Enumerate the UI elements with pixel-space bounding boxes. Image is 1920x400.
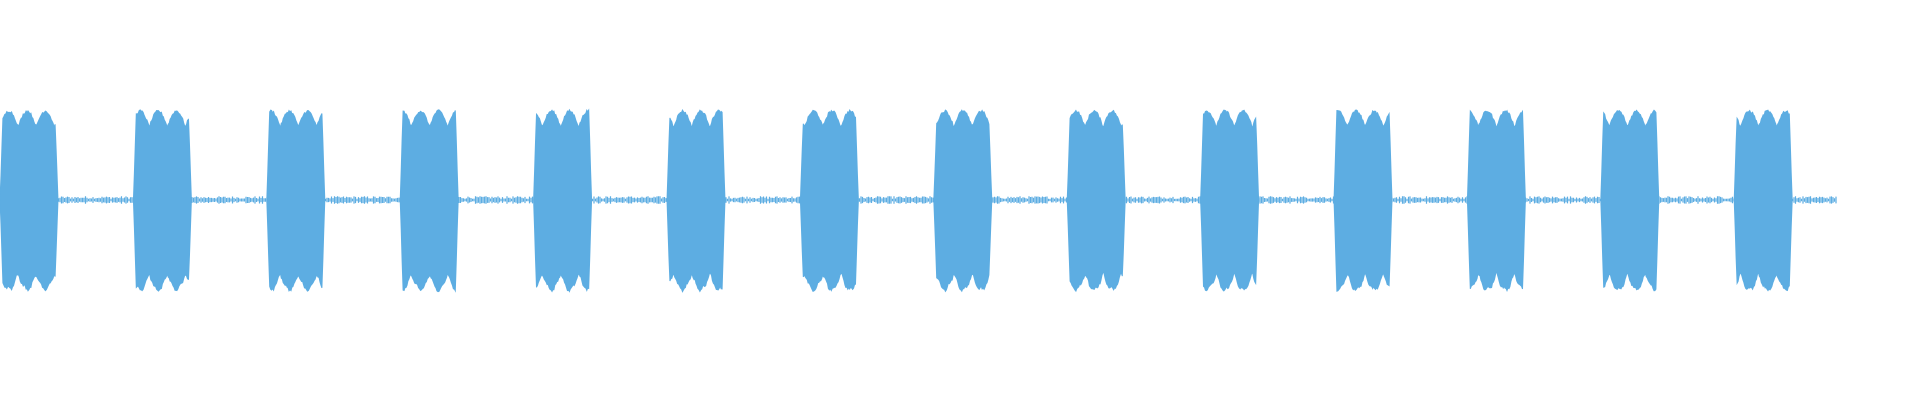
audio-burst [933,109,993,293]
audio-burst [1600,109,1660,292]
audio-burst [1333,109,1393,292]
audio-burst [1200,109,1260,292]
audio-burst [0,109,59,292]
audio-burst [799,109,859,293]
audio-burst [399,109,459,293]
audio-burst [533,108,593,293]
audio-burst [1066,109,1126,293]
audio-burst [1733,109,1793,292]
audio-burst [666,109,726,293]
audio-burst [132,109,192,292]
audio-burst [1466,109,1526,292]
audio-burst [266,109,326,292]
waveform-group [0,108,1837,293]
